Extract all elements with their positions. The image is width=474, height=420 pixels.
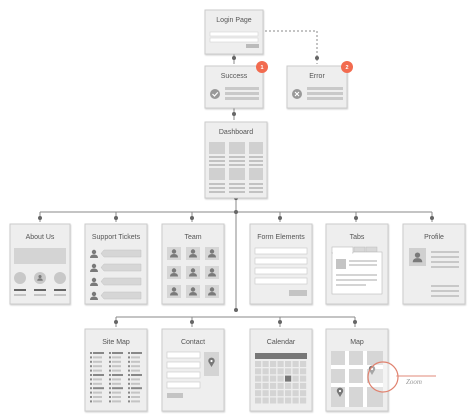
screen-login-page: Login Page bbox=[204, 9, 264, 55]
screen-map: Map Zoom bbox=[325, 328, 422, 412]
check-icon bbox=[210, 89, 220, 99]
screen-title: Site Map bbox=[102, 339, 130, 346]
screen-title: Map bbox=[350, 339, 364, 346]
screen-tabs: Tabs bbox=[325, 223, 389, 305]
zoom-magnifier bbox=[367, 361, 399, 393]
screen-title: Success bbox=[221, 73, 248, 80]
screen-success: Success 1 bbox=[204, 61, 268, 109]
send-button bbox=[167, 393, 183, 398]
site-map-link-list bbox=[90, 352, 142, 403]
screen-about-us: About Us bbox=[9, 223, 71, 305]
calendar-grid bbox=[255, 361, 307, 404]
badge-number: 1 bbox=[260, 65, 263, 71]
screen-team: Team bbox=[161, 223, 225, 305]
screen-title: Form Elements bbox=[257, 234, 305, 241]
screen-title: Contact bbox=[181, 339, 205, 346]
username-field bbox=[209, 31, 259, 37]
screen-title: Calendar bbox=[267, 339, 296, 346]
screen-title: Profile bbox=[424, 234, 444, 241]
badge-number: 2 bbox=[345, 65, 348, 71]
screen-title: Login Page bbox=[216, 17, 252, 24]
screen-contact: Contact bbox=[161, 328, 225, 412]
step-badge: 1 bbox=[256, 61, 268, 73]
screen-calendar: Calendar bbox=[249, 328, 313, 412]
screen-profile: Profile bbox=[402, 223, 466, 305]
screen-title: Team bbox=[184, 234, 201, 241]
zoom-label: Zoom bbox=[406, 378, 422, 386]
screen-error: Error 2 bbox=[286, 61, 353, 109]
screen-title: Dashboard bbox=[219, 129, 253, 136]
step-badge: 2 bbox=[341, 61, 353, 73]
login-button bbox=[246, 44, 259, 48]
password-field bbox=[209, 37, 259, 43]
submit-button bbox=[289, 290, 307, 296]
screen-site-map: Site Map bbox=[84, 328, 148, 412]
screen-title: Support Tickets bbox=[92, 234, 141, 241]
screen-dashboard: Dashboard bbox=[204, 121, 268, 199]
screen-title: Error bbox=[309, 73, 325, 80]
screen-support-tickets: Support Tickets bbox=[84, 223, 148, 305]
screen-title: About Us bbox=[26, 234, 55, 241]
screen-title: Tabs bbox=[350, 234, 365, 241]
connector-login-error bbox=[261, 30, 318, 64]
screen-form-elements: Form Elements bbox=[249, 223, 313, 305]
close-icon bbox=[292, 89, 302, 99]
